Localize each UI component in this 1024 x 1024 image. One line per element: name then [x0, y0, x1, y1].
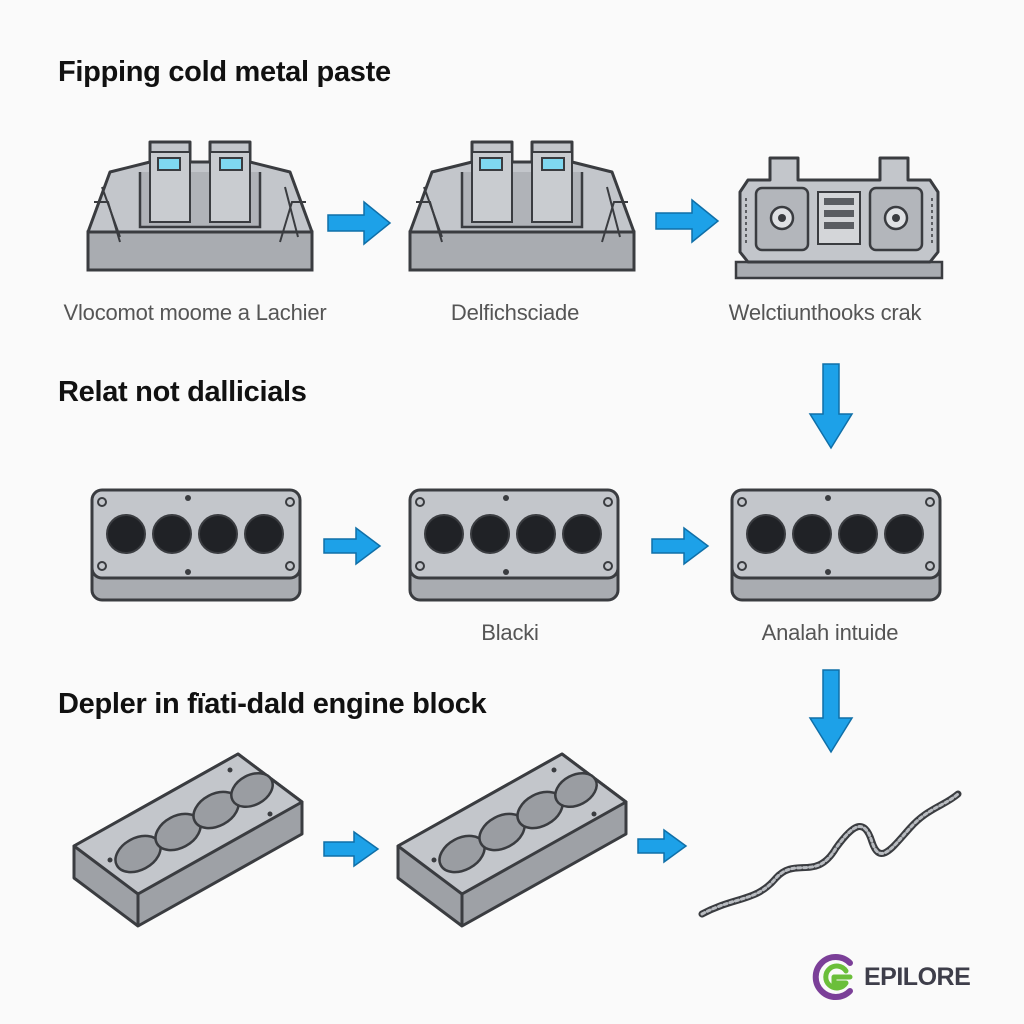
section-title-3: Depler in fïati-dald engine block	[58, 688, 487, 720]
section-title-2: Relat not dallicials	[58, 376, 307, 408]
caption-2-3: Analah intuide	[761, 620, 899, 645]
right-arrow-icon	[651, 526, 710, 566]
right-arrow-icon	[323, 830, 380, 868]
right-arrow-icon	[327, 200, 392, 246]
cylinder-head-icon	[90, 488, 302, 602]
housing-block-icon	[734, 156, 944, 280]
engine-block-icon	[396, 752, 628, 928]
down-arrow-icon	[808, 363, 854, 450]
seat-shaped-mold-icon	[408, 140, 636, 272]
cylinder-head-icon	[408, 488, 620, 602]
right-arrow-icon	[655, 198, 720, 244]
caption-1-3: Welctiunthooks crak	[728, 300, 922, 325]
seat-shaped-mold-icon	[86, 140, 314, 272]
caption-1-1: Vlocomot moome a Lachier	[63, 300, 327, 325]
right-arrow-icon	[323, 526, 382, 566]
down-arrow-icon	[808, 669, 854, 754]
caption-1-2: Delfichsciade	[450, 300, 580, 325]
right-arrow-icon	[637, 828, 688, 864]
scrap-strip-icon	[698, 790, 962, 918]
logo-text: EPILORE	[864, 962, 971, 991]
engine-block-icon	[72, 752, 304, 928]
brand-logo: EPILORE	[812, 952, 971, 1002]
caption-2-2: Blacki	[481, 620, 539, 645]
section-title-1: Fipping cold metal paste	[58, 56, 391, 88]
cylinder-head-icon	[730, 488, 942, 602]
logo-icon	[812, 954, 853, 1000]
